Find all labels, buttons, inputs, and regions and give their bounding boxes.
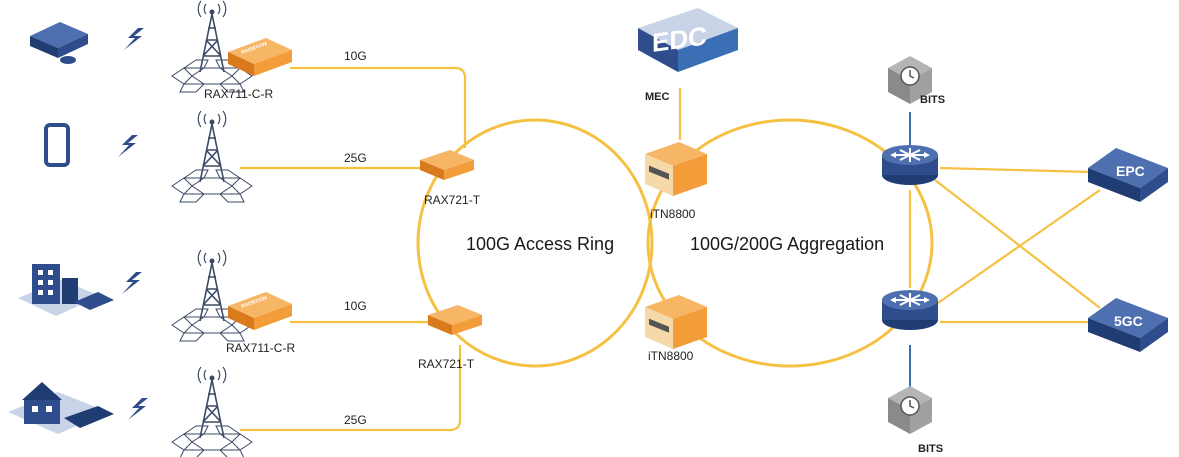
- router-bottom-icon[interactable]: [881, 289, 939, 331]
- rax711-top-label: RAX711-C-R: [204, 87, 273, 101]
- bits-top-label: BITS: [920, 94, 945, 106]
- link-speed-label: 10G: [344, 299, 367, 313]
- link-speed-label: 25G: [344, 151, 367, 165]
- link-router-top-to-epc: [939, 166, 1091, 174]
- epc-label: EPC: [1116, 163, 1145, 179]
- link-router-bottom-to-epc: [934, 189, 1101, 306]
- rax711-bottom-label: RAX711-C-R: [226, 341, 295, 355]
- itn8800-top-device[interactable]: [645, 142, 707, 196]
- links: [240, 66, 1101, 432]
- rax721-top-label: RAX721-T: [424, 193, 481, 207]
- fivegc-label: 5GC: [1114, 313, 1143, 329]
- cpe-device-icon: [30, 22, 88, 64]
- itn-top-label: iTN8800: [650, 207, 696, 221]
- house-icon: [8, 382, 114, 434]
- link-tower4-to-rax721-bottom: [240, 345, 462, 432]
- edc-logo: EDC: [638, 8, 738, 72]
- itn-bottom-label: iTN8800: [648, 349, 694, 363]
- phone-icon: [44, 123, 70, 167]
- office-building-icon: [18, 264, 114, 316]
- access-ring-label: 100G Access Ring: [466, 234, 614, 254]
- link-speed-label: 25G: [344, 413, 367, 427]
- wireless-bolt-icon: [122, 272, 142, 294]
- wireless-bolt-icon: [118, 135, 138, 157]
- bits-bottom-label: BITS: [918, 443, 943, 455]
- mec-label: MEC: [645, 91, 670, 103]
- router-top-icon[interactable]: [881, 144, 939, 186]
- wireless-bolt-icon: [128, 398, 148, 420]
- link-router-top-to-5gc: [934, 179, 1101, 309]
- rax721-bottom-label: RAX721-T: [418, 357, 475, 371]
- bits-bottom-clock-icon[interactable]: [887, 385, 933, 435]
- fivegc-core-box[interactable]: 5GC: [1088, 298, 1168, 352]
- base-station-tower-icon: [171, 366, 253, 457]
- link-rax711-top-to-rax721-top: [290, 66, 467, 148]
- aggregation-label: 100G/200G Aggregation: [690, 234, 884, 254]
- base-station-tower-icon: [171, 110, 253, 203]
- rax711-bottom-device[interactable]: RAISECOM: [228, 292, 292, 330]
- access-ring: [416, 118, 654, 368]
- base-station-tower-icon: [171, 0, 253, 93]
- itn8800-bottom-device[interactable]: [645, 295, 707, 349]
- link-speed-label: 10G: [344, 49, 367, 63]
- epc-core-box[interactable]: EPC: [1088, 148, 1168, 202]
- rax721-top-device[interactable]: [420, 150, 474, 180]
- aggregation-ring: [646, 118, 934, 368]
- base-station-tower-icon: [171, 249, 253, 342]
- wireless-bolt-icon: [124, 28, 144, 50]
